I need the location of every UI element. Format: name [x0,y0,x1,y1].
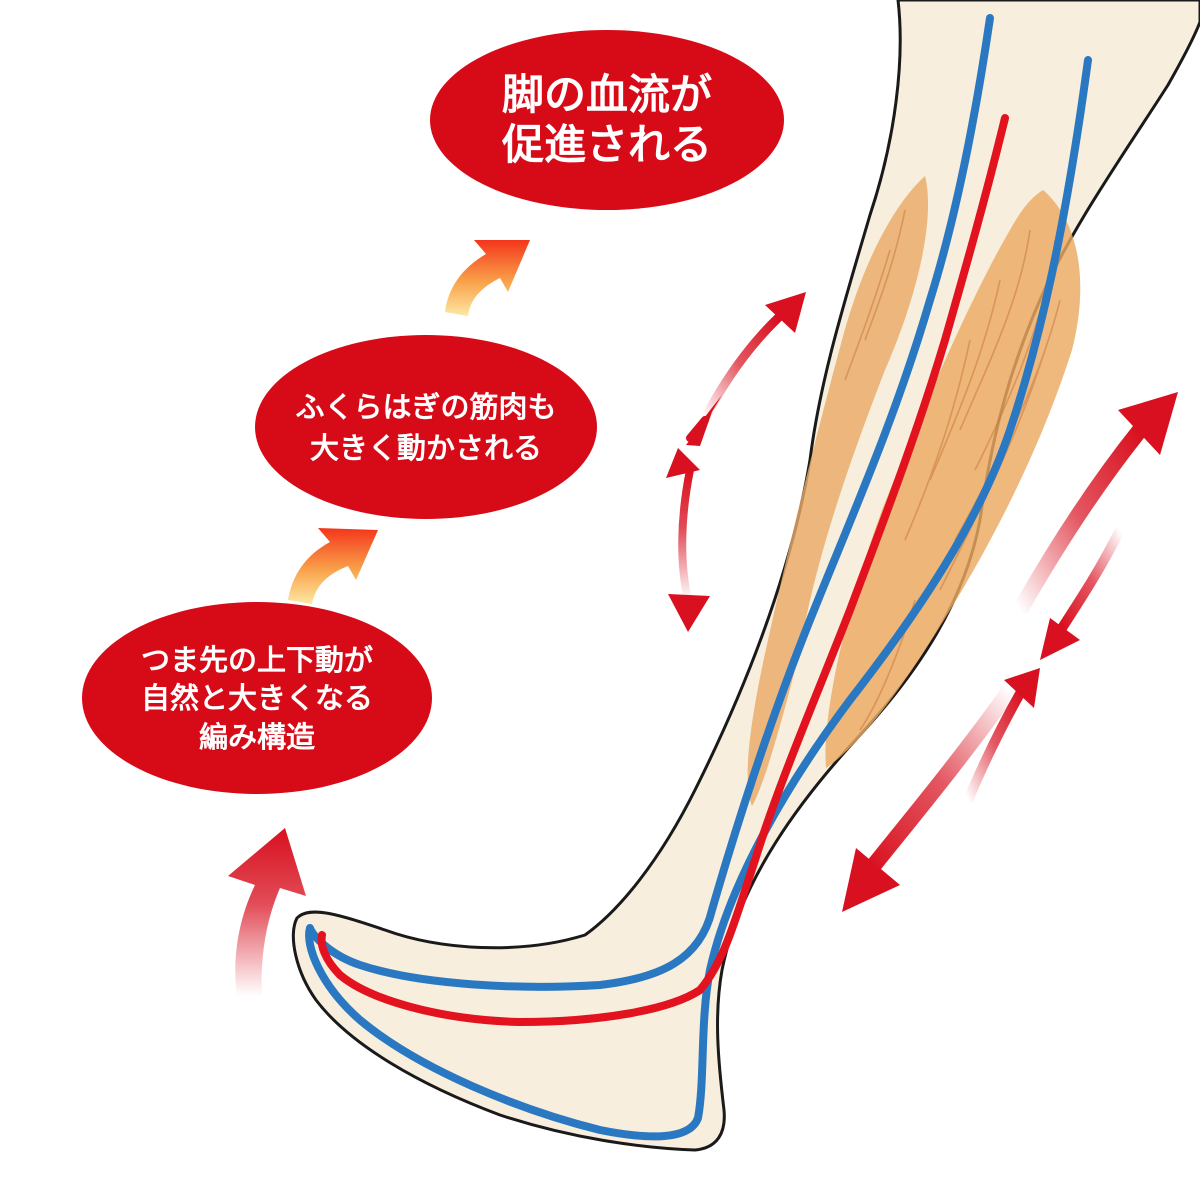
calf-arrow-down-small [1057,525,1125,633]
callout-bottom: つま先の上下動が 自然と大きくなる 編み構造 [82,602,432,795]
callout-middle-ellipse [255,335,597,519]
shin-arrow-down-head [668,594,710,632]
calf-arrow-up-long [1012,422,1148,618]
callout-middle: ふくらはぎの筋肉も 大きく動かされる [255,335,597,520]
callout-middle-line-2: 大きく動かされる [309,430,542,465]
callout-top-line-1: 脚の血流が [501,70,712,120]
step-arrow-lower [288,528,378,604]
calf-motion-arrows [842,392,1178,912]
callout-bottom-line-1: つま先の上下動が [140,642,373,677]
calf-arrow-up-small [963,685,1027,805]
shin-arrow-up2-head [666,448,700,478]
shin-motion-arrows [666,292,806,632]
calf-arrow-up-long-head [1118,392,1178,455]
shin-arrow-small-head [686,412,712,446]
shin-arrow-small [686,416,709,442]
calf-muscle-outer [747,176,929,806]
callout-bottom-ellipse [82,602,432,794]
callout-bottom-line-3: 編み構造 [198,719,315,754]
callout-top: 脚の血流が 促進される [430,30,784,210]
calf-arrow-down-small-head [1040,618,1080,660]
shin-arrow-up-head [765,292,806,333]
calf-arrow-up-small-head [1004,668,1040,708]
toe-up-arrow [228,828,306,996]
calf-arrow-down-long [862,682,1018,878]
artery [317,114,1009,1026]
vein-front [305,14,1092,1141]
callout-top-ellipse [430,30,784,210]
shin-arrow-up [700,313,783,423]
callout-bottom-line-2: 自然と大きくなる [140,681,373,716]
step-arrow-upper [445,240,530,316]
callout-top-line-2: 促進される [501,120,712,169]
shin-arrow-down [678,466,694,604]
calf-arrow-down-long-head [842,848,900,912]
calf-muscle-main [825,190,1081,768]
callout-middle-line-1: ふくらはぎの筋肉も [295,389,557,424]
